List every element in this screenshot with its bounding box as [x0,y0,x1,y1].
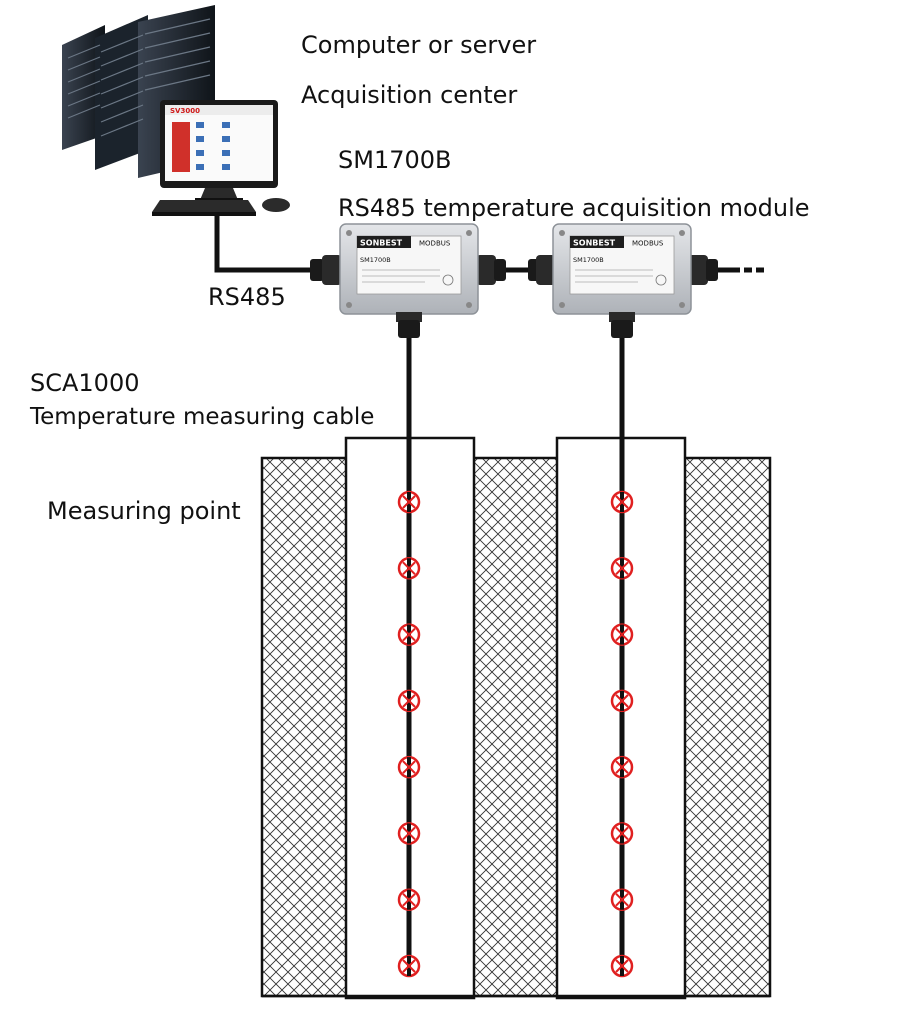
measuring-point-marker [397,557,421,580]
computer-title-label: Computer or server [301,31,537,59]
measuring-point-marker [610,755,634,779]
measuring-point-marker [397,623,421,646]
cable-description-label: Temperature measuring cable [30,404,375,430]
measuring-point-marker [610,557,634,580]
soil-block [260,436,772,1000]
module-2-brand: SONBEST [573,239,616,248]
module-model-label: SM1700B [338,146,452,174]
measuring-point-marker [610,490,634,514]
measuring-point-marker [397,755,421,779]
monitor-software-title: SV3000 [170,107,200,115]
module-description-label: RS485 temperature acquisition module [338,194,810,222]
keyboard-icon [152,200,256,216]
monitor-icon: SV3000 [160,100,278,202]
cable-model-label: SCA1000 [30,369,140,397]
module-1-brand: SONBEST [360,239,403,248]
measuring-point-marker [397,888,421,911]
rs485-bus-label: RS485 [208,283,286,311]
acquisition-module-2: SONBEST MODBUS SM1700B [528,223,718,338]
measuring-point-marker [610,822,634,845]
measuring-point-marker [610,689,634,713]
module-2-model: SM1700B [573,256,604,264]
mouse-icon [262,198,290,212]
acquisition-center-label: Acquisition center [301,81,518,109]
measuring-point-marker [397,490,421,514]
module-1-protocol: MODBUS [419,240,451,248]
module-2-protocol: MODBUS [632,240,664,248]
measuring-point-marker [610,888,634,911]
measuring-point-marker [397,822,421,845]
measuring-point-marker [610,954,634,978]
measuring-point-label: Measuring point [47,497,241,525]
module-1-model: SM1700B [360,256,391,264]
measuring-point-marker [610,623,634,646]
measuring-points [397,490,634,978]
acquisition-module-1: SONBEST MODBUS SM1700B [310,223,506,338]
measuring-point-marker [397,689,421,713]
measuring-point-marker [397,954,421,978]
